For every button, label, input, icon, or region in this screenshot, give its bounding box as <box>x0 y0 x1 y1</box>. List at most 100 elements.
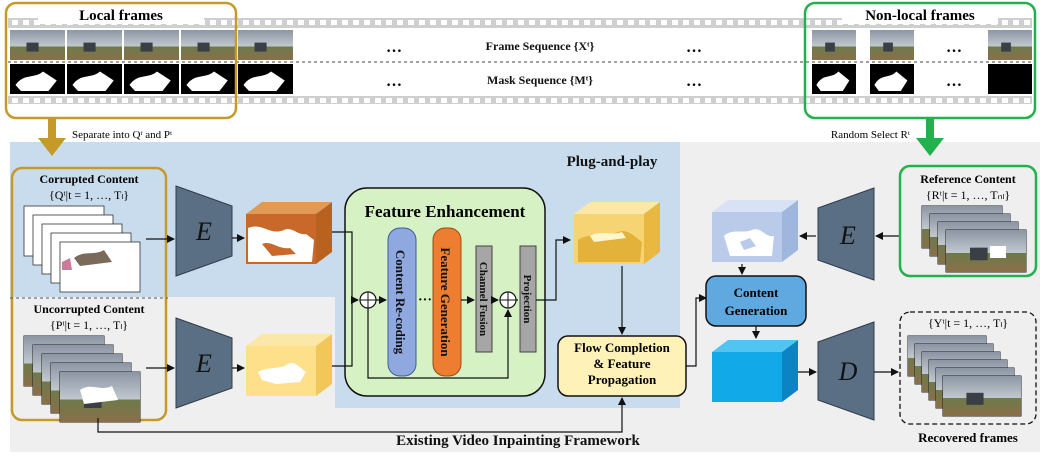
mask-sequence-label: Mask Sequence {Mᵗ} <box>487 73 593 87</box>
film-sprocket <box>694 20 700 25</box>
film-sprocket <box>925 98 931 103</box>
local-frames-label: Local frames <box>79 8 163 24</box>
random-select-arrow <box>916 118 944 156</box>
film-sprocket <box>78 98 84 103</box>
corrupted-set: {Qᵗ|t = 1, …, Tₗ} <box>49 188 129 202</box>
film-sprocket <box>815 98 821 103</box>
uncorrupted-frames-stack <box>23 335 141 423</box>
sum-node-2 <box>499 291 517 309</box>
film-sprocket <box>529 98 535 103</box>
reference-title: Reference Content <box>920 172 1015 186</box>
local-mask <box>67 64 122 94</box>
film-sprocket <box>441 98 447 103</box>
random-select-label: Random Select Rᵗ <box>831 129 910 141</box>
film-sprocket <box>573 20 579 25</box>
film-sprocket <box>155 98 161 103</box>
film-sprocket <box>243 98 249 103</box>
film-sprocket <box>408 20 414 25</box>
film-sprocket <box>716 20 722 25</box>
film-sprocket <box>56 98 62 103</box>
film-sprocket <box>617 20 623 25</box>
film-sprocket <box>738 98 744 103</box>
film-sprocket <box>342 20 348 25</box>
film-sprocket <box>606 20 612 25</box>
film-sprocket <box>23 98 29 103</box>
enhanced-feature-cube <box>574 202 660 264</box>
film-sprocket <box>749 20 755 25</box>
reference-feature-cube <box>712 200 798 262</box>
film-sprocket <box>518 98 524 103</box>
film-sprocket <box>331 20 337 25</box>
decoder-label: D <box>838 357 858 386</box>
film-sprocket <box>210 20 216 25</box>
local-mask <box>124 64 179 94</box>
uncorrupted-feature-cube <box>246 334 332 396</box>
film-sprocket <box>397 20 403 25</box>
film-sprocket <box>661 98 667 103</box>
film-sprocket <box>826 20 832 25</box>
film-sprocket <box>936 98 942 103</box>
corrupted-frame <box>59 241 141 293</box>
film-sprocket <box>738 20 744 25</box>
nonlocal-mask <box>988 64 1032 94</box>
film-sprocket <box>815 20 821 25</box>
film-sprocket <box>749 98 755 103</box>
film-sprocket <box>1002 20 1008 25</box>
film-sprocket <box>353 98 359 103</box>
film-sprocket <box>45 98 51 103</box>
corrupted-title: Corrupted Content <box>40 172 139 186</box>
film-sprocket <box>12 20 18 25</box>
film-sprocket <box>67 98 73 103</box>
film-sprocket <box>606 98 612 103</box>
film-sprocket <box>650 20 656 25</box>
film-sprocket <box>166 98 172 103</box>
film-sprocket <box>254 20 260 25</box>
encoder-bottom: E <box>175 317 233 409</box>
film-sprocket <box>683 98 689 103</box>
film-sprocket <box>958 98 964 103</box>
reference-set: {Rᵗ|t = 1, …, Tₙₗ} <box>926 188 1010 202</box>
film-sprocket <box>837 98 843 103</box>
film-sprocket <box>518 20 524 25</box>
film-sprocket <box>1024 20 1030 25</box>
film-sprocket <box>782 98 788 103</box>
film-sprocket <box>463 98 469 103</box>
nonlocal-mask <box>812 64 856 94</box>
film-sprocket <box>991 98 997 103</box>
film-sprocket <box>595 98 601 103</box>
film-sprocket <box>144 98 150 103</box>
feature-generation-block <box>432 227 462 377</box>
film-sprocket <box>529 20 535 25</box>
film-sprocket <box>584 98 590 103</box>
frame-sequence-label: Frame Sequence {Xᵗ} <box>486 39 595 53</box>
film-sprocket <box>375 98 381 103</box>
film-sprocket <box>221 98 227 103</box>
film-sprocket <box>496 98 502 103</box>
film-sprocket <box>650 98 656 103</box>
recoding-dots: ··· <box>418 293 432 308</box>
film-sprocket <box>804 98 810 103</box>
nonlocal-frames-box <box>803 1 1037 120</box>
film-sprocket <box>100 98 106 103</box>
film-sprocket <box>320 98 326 103</box>
encoder-bottom-label: E <box>195 349 212 378</box>
local-mask <box>10 64 65 94</box>
film-sprocket <box>265 20 271 25</box>
film-sprocket <box>617 98 623 103</box>
film-sprocket <box>122 98 128 103</box>
ellipsis-4: … <box>686 73 702 90</box>
film-sprocket <box>474 20 480 25</box>
film-sprocket <box>771 98 777 103</box>
film-sprocket <box>12 98 18 103</box>
ellipsis-1: … <box>386 39 402 56</box>
film-sprocket <box>551 20 557 25</box>
film-sprocket <box>848 98 854 103</box>
film-sprocket <box>265 98 271 103</box>
film-sprocket <box>507 98 513 103</box>
local-frames-box <box>4 1 238 120</box>
film-sprocket <box>133 98 139 103</box>
film-sprocket <box>111 98 117 103</box>
film-sprocket <box>1024 98 1030 103</box>
film-sprocket <box>34 98 40 103</box>
